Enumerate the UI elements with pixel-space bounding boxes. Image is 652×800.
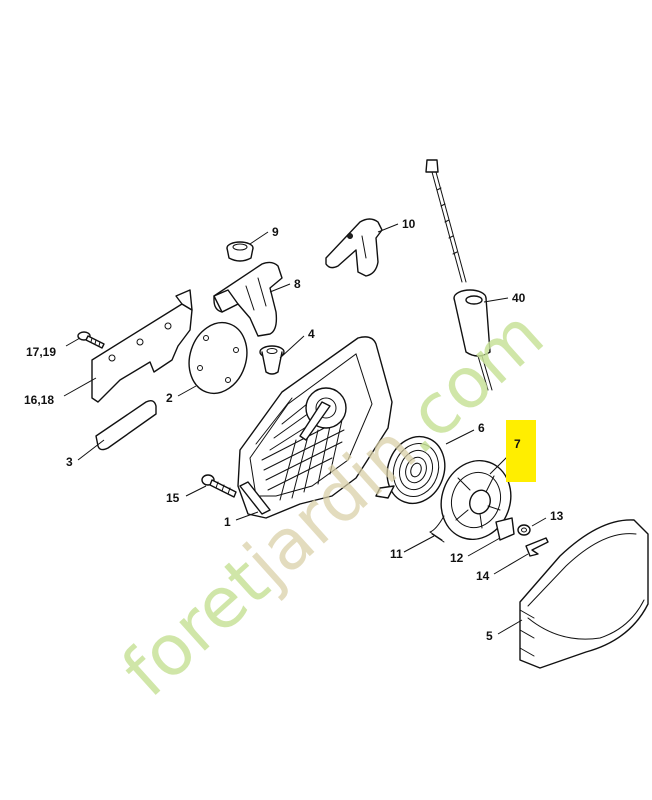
callout-4: 4 — [308, 327, 315, 341]
callout-16-18: 16,18 — [24, 393, 54, 407]
callout-13: 13 — [550, 509, 564, 523]
part-8-handle[interactable] — [213, 261, 283, 337]
callout-labels: 9 10 8 40 17,19 4 16,18 2 3 6 7 15 1 13 … — [24, 217, 564, 643]
part-40-shaft[interactable] — [425, 159, 493, 391]
part-16-18-bracket[interactable] — [91, 289, 193, 403]
part-7-rotor[interactable] — [429, 451, 522, 549]
callout-6: 6 — [478, 421, 485, 435]
callout-9: 9 — [272, 225, 279, 239]
callout-12: 12 — [450, 551, 464, 565]
part-11-rope[interactable] — [429, 531, 445, 543]
callout-3: 3 — [66, 455, 73, 469]
callout-15: 15 — [166, 491, 180, 505]
callout-10: 10 — [402, 217, 416, 231]
highlight-box — [506, 420, 536, 482]
callout-14: 14 — [476, 569, 490, 583]
part-13-washer[interactable] — [517, 524, 531, 536]
part-14-clip[interactable] — [525, 537, 549, 557]
callout-1: 1 — [224, 515, 231, 529]
part-6-spring[interactable] — [375, 428, 454, 511]
leader-lines — [63, 223, 547, 635]
callout-7: 7 — [514, 437, 521, 451]
part-12-pawl[interactable] — [495, 517, 515, 541]
callout-40: 40 — [512, 291, 526, 305]
part-10-grip[interactable] — [325, 218, 383, 277]
part-1-housing[interactable] — [237, 336, 393, 519]
part-5-cover[interactable] — [519, 519, 649, 669]
part-17-19-screw[interactable] — [77, 331, 105, 349]
part-9-cap[interactable] — [226, 241, 254, 262]
callout-17-19: 17,19 — [26, 345, 56, 359]
callout-11: 11 — [390, 547, 403, 561]
callout-5: 5 — [486, 629, 493, 643]
part-15-screw[interactable] — [201, 474, 237, 498]
callout-8: 8 — [294, 277, 301, 291]
part-3-plate[interactable] — [95, 399, 157, 451]
part-2-plate[interactable] — [180, 315, 256, 401]
part-4-bush[interactable] — [259, 345, 285, 375]
callout-2: 2 — [166, 391, 173, 405]
